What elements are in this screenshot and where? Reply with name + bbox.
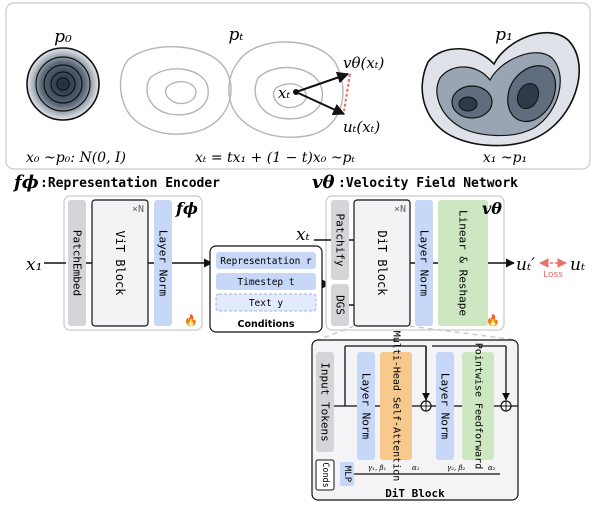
input-tokens-block — [316, 352, 334, 452]
patch-embed-label: PatchEmbed — [71, 230, 84, 296]
mlp-label: MLP — [342, 466, 352, 483]
encoder-layer-norm — [154, 200, 172, 326]
dit-layer-norm-1 — [357, 352, 375, 460]
alpha2-label: α₂ — [488, 464, 496, 472]
encoder-layer-norm-label: Layer Norm — [157, 230, 170, 297]
velocity-layer-norm-label: Layer Norm — [418, 230, 431, 297]
zoom-line-left — [317, 325, 355, 341]
pt-label: pₜ — [228, 25, 244, 45]
encoder-heading-symbol: fϕ — [12, 172, 39, 193]
conds-block — [315, 459, 335, 491]
encoder-corner-symbol: fϕ — [175, 199, 198, 218]
vtheta-label: vθ(xₜ) — [343, 54, 385, 72]
encoder-fire-icon: 🔥 — [184, 314, 198, 327]
dit-block-label: DiT Block — [375, 230, 389, 296]
cond-timestep-label: Timestep t — [237, 277, 294, 288]
mhsa-label: Multi-Head Self-Attention — [391, 331, 402, 482]
gamma2-label: γ₂, β₂ — [447, 464, 465, 472]
cond-representation-label: Representation r — [220, 256, 312, 267]
mhsa-block — [380, 352, 412, 460]
vit-block-label: ViT Block — [113, 230, 127, 296]
vit-repeat: ×N — [132, 204, 144, 215]
loss-label: Loss — [543, 270, 563, 280]
input-xt: xₜ — [296, 225, 311, 245]
linear-reshape-label: Linear & Reshape — [457, 210, 470, 316]
dit-detail-wiring — [334, 345, 518, 475]
output-target: uₜ — [570, 255, 586, 275]
flow-vectors — [293, 71, 351, 115]
linear-reshape-block — [438, 200, 488, 326]
dit-layer-norm-1-label: Layer Norm — [360, 373, 373, 440]
cond-representation — [216, 252, 316, 269]
velocity-fire-icon: 🔥 — [486, 314, 500, 327]
cond-text — [215, 293, 317, 312]
p0-label: p₀ — [54, 27, 72, 47]
dit-layer-norm-2-label: Layer Norm — [439, 373, 452, 440]
velocity-heading-text: :Velocity Field Network — [338, 176, 518, 191]
eq-left: x₀ ~p₀: N(0, I) — [26, 150, 126, 166]
eq-right: x₁ ~p₁ — [483, 150, 527, 166]
pff-label: Pointwise Feedforward — [473, 343, 484, 469]
conds-label: Conds — [320, 462, 330, 488]
xt-label: xₜ — [278, 84, 290, 102]
pff-block — [462, 352, 494, 460]
velocity-layer-norm — [415, 200, 433, 326]
velocity-heading-symbol: vθ — [312, 172, 334, 193]
pt-contours-right — [228, 41, 344, 138]
patch-embed-block — [68, 200, 86, 326]
ut-label: uₜ(xₜ) — [343, 118, 380, 136]
cond-timestep — [216, 273, 316, 290]
pt-contours-left — [119, 46, 232, 135]
dgs-label: DGS — [334, 295, 347, 315]
p1-distribution — [421, 31, 580, 147]
encoder-heading-text: :Representation Encoder — [40, 176, 220, 191]
velocity-corner-symbol: vθ — [482, 199, 502, 218]
p0-distribution — [26, 47, 100, 121]
input-x1: x₁ — [26, 255, 42, 275]
p1-label: p₁ — [495, 25, 513, 45]
input-tokens-label: Input Tokens — [319, 362, 332, 441]
dit-repeat: ×N — [394, 204, 406, 215]
conditions-caption: Conditions — [237, 319, 294, 330]
dit-layer-norm-2 — [436, 352, 454, 460]
eq-mid: xₜ = tx₁ + (1 − t)x₀ ~pₜ — [195, 150, 355, 166]
output-prime: uₜ′ — [516, 255, 535, 275]
dgs-block — [331, 284, 349, 326]
patchify-block — [331, 200, 349, 280]
gamma1-label: γ₁, β₁ — [368, 464, 386, 472]
dit-detail-caption: DiT Block — [385, 487, 445, 500]
cond-text-label: Text y — [249, 298, 284, 309]
mlp-block — [340, 462, 354, 486]
alpha1-label: α₁ — [412, 464, 420, 472]
patchify-label: Patchify — [334, 214, 347, 267]
